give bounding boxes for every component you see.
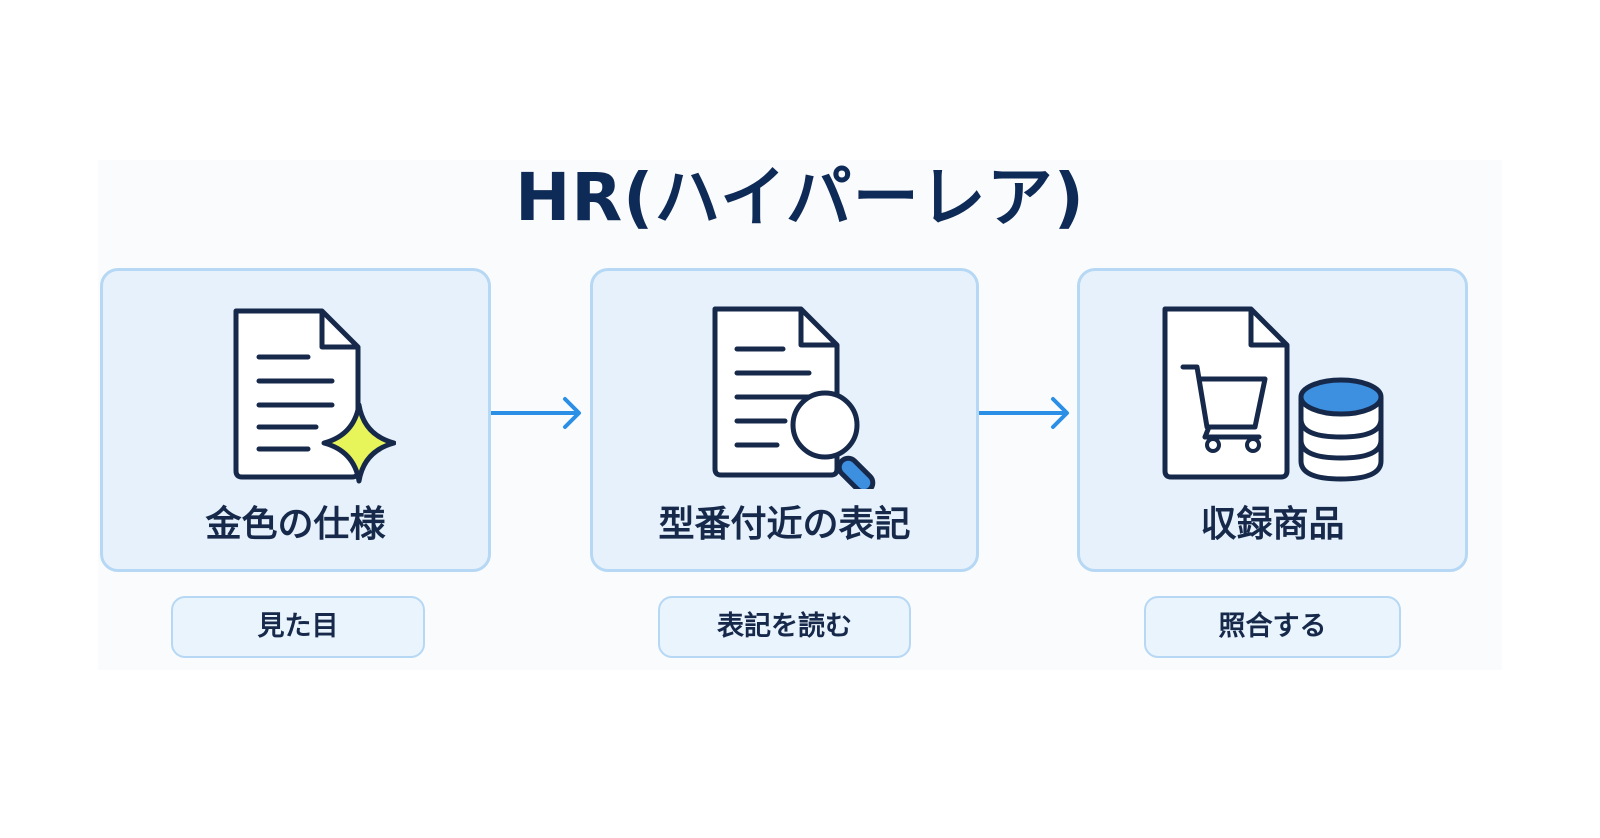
step-card-3: 収録商品	[1077, 268, 1468, 572]
document-sparkle-icon	[103, 299, 488, 489]
document-cart-database-icon	[1080, 299, 1465, 489]
step-card-1: 金色の仕様	[100, 268, 491, 572]
step-card-2: 型番付近の表記	[590, 268, 979, 572]
step-label: 金色の仕様	[205, 504, 386, 545]
step-caption-2: 表記を読む	[658, 596, 911, 658]
document-search-icon	[593, 299, 976, 489]
step-caption-1: 見た目	[171, 596, 425, 658]
step-label: 収録商品	[1200, 504, 1345, 545]
diagram-title: HR(ハイパーレア)	[515, 159, 1085, 236]
arrow-right-icon	[491, 397, 581, 429]
step-label: 型番付近の表記	[658, 504, 911, 545]
step-caption-3: 照合する	[1144, 596, 1401, 658]
arrow-right-icon	[979, 397, 1069, 429]
